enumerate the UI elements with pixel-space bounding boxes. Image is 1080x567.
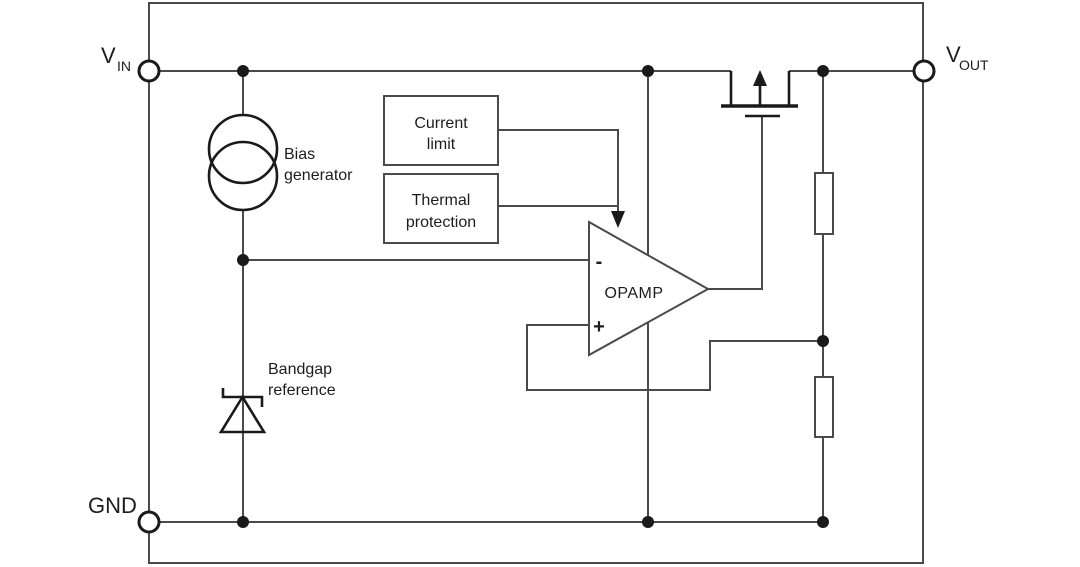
vin-label-sub: IN [117, 58, 131, 74]
gnd-terminal [137, 510, 161, 534]
junction-dots [237, 65, 829, 528]
opamp-triangle-icon [588, 220, 711, 357]
bandgap-reference-label-line1: Bandgap [268, 361, 332, 378]
current-limit-label-line2: limit [427, 136, 456, 153]
vout-label: V [946, 42, 961, 67]
current-limit-label-line1: Current [414, 115, 468, 132]
gnd-label: GND [88, 493, 137, 518]
current-source-circle-bottom [207, 140, 279, 212]
opamp-label: OPAMP [604, 285, 663, 302]
resistor-icon-r1 [814, 172, 834, 235]
current-limit-block [383, 95, 499, 166]
bandgap-reference-label-line2: reference [268, 382, 336, 399]
junction-dot [642, 516, 654, 528]
bias-generator-label-line1: Bias [284, 146, 315, 163]
junction-dot [817, 65, 829, 77]
junction-dot [237, 65, 249, 77]
junction-dot [237, 516, 249, 528]
down-arrow-icon [611, 211, 625, 228]
zener-anode-triangle [218, 394, 267, 434]
junction-dot [817, 335, 829, 347]
zener-diode-icon [218, 388, 267, 434]
vin-label: V [101, 43, 116, 68]
current-source-circle-top [207, 113, 279, 185]
bias-generator-label-line2: generator [284, 167, 353, 184]
junction-dot [817, 516, 829, 528]
chip-boundary [148, 2, 924, 564]
labels: V IN V OUT GND Bias generator Bandgap re… [88, 42, 989, 518]
pmos-transistor-icon [721, 70, 798, 118]
pmos-up-arrow-icon [753, 70, 767, 86]
junction-dot [237, 254, 249, 266]
opamp-noninverting-sign: + [593, 316, 605, 338]
vout-label-sub: OUT [959, 57, 989, 73]
thermal-protection-label-line1: Thermal [412, 192, 471, 209]
vin-terminal [137, 59, 161, 83]
opamp-inverting-sign: - [596, 251, 603, 273]
wires [159, 70, 914, 523]
wire-opamp-to-gate [708, 116, 763, 290]
wire-current-limit-out [498, 129, 619, 212]
junction-dot [642, 65, 654, 77]
thermal-protection-label-line2: protection [406, 214, 476, 231]
thermal-protection-block [383, 173, 499, 244]
wire-feedback-to-noninverting [526, 324, 823, 391]
vout-terminal [912, 59, 936, 83]
resistor-icon-r2 [814, 376, 834, 438]
current-source-icon [207, 113, 279, 212]
